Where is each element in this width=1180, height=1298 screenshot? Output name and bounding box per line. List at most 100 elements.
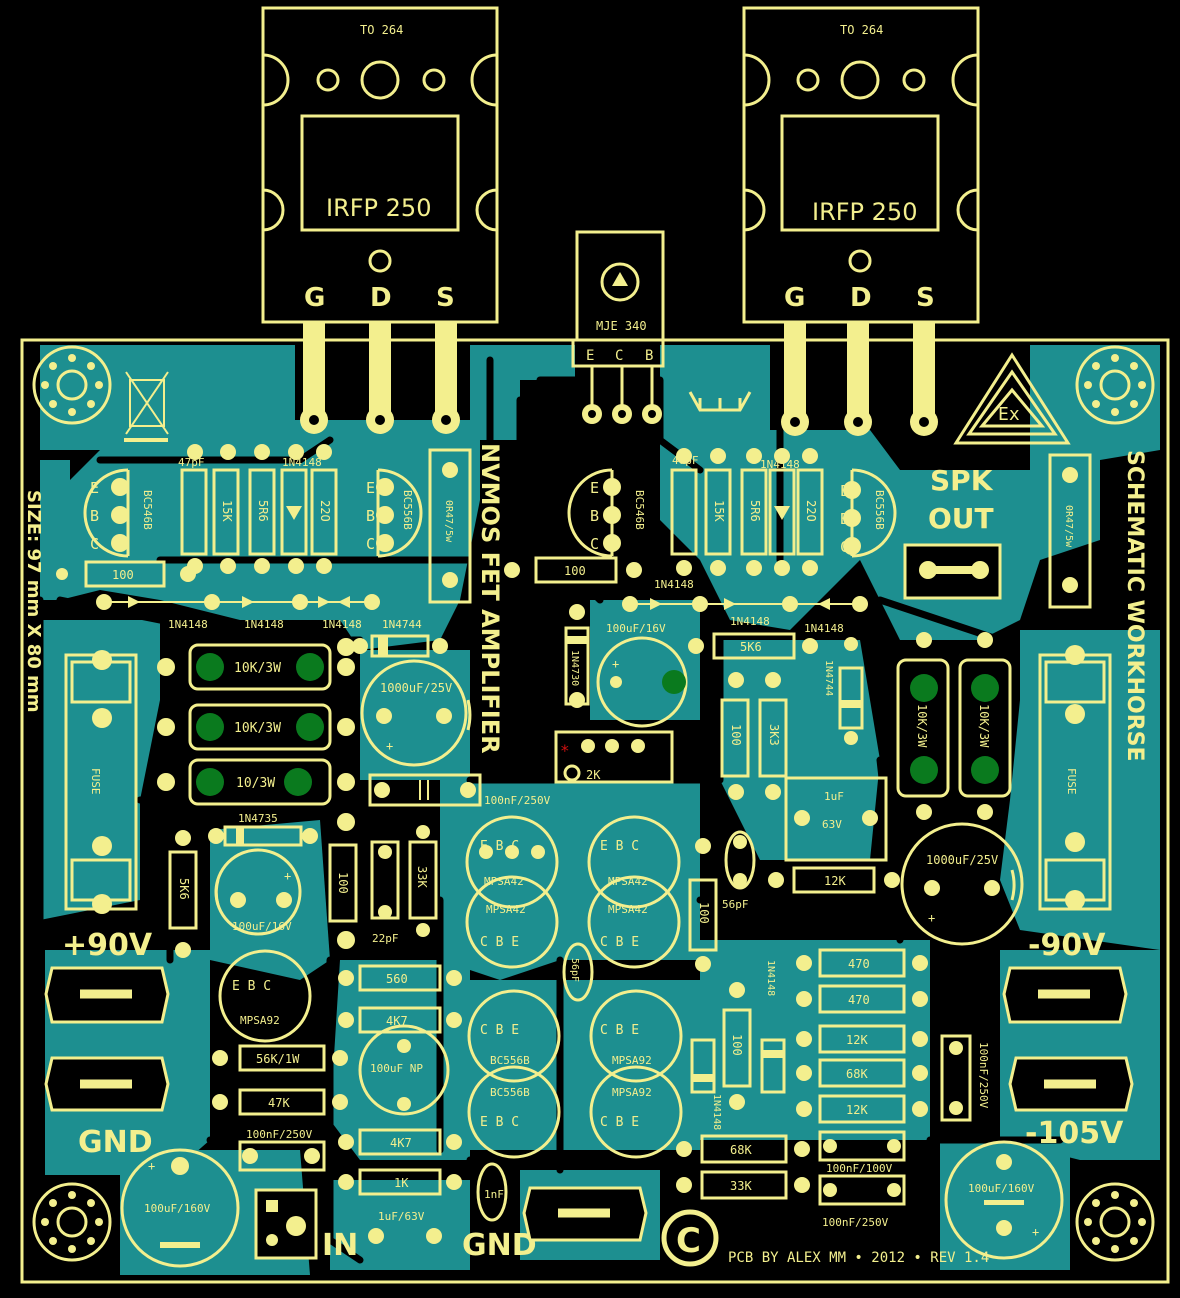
- svg-text:12K: 12K: [846, 1103, 868, 1117]
- svg-text:MPSA92: MPSA92: [612, 1086, 652, 1099]
- resistor-100-vertical-r: 100: [688, 838, 718, 972]
- mosfet-left-package: TO 264: [360, 23, 403, 37]
- svg-text:100: 100: [112, 568, 134, 582]
- power-resistor-10k-1: 10K/3W: [188, 643, 332, 691]
- mosfet-left: TO 264 IRFP 250 G D S: [261, 6, 499, 434]
- mosfet-right-package: TO 264: [840, 23, 883, 37]
- svg-text:100: 100: [336, 872, 350, 894]
- svg-text:+: +: [148, 1159, 155, 1173]
- svg-text:12K: 12K: [824, 874, 846, 888]
- svg-text:100nF/250V: 100nF/250V: [977, 1042, 990, 1109]
- driver-pin-c: C: [615, 348, 623, 364]
- mosfet-right-pin-s: S: [916, 283, 935, 313]
- svg-text:MPSA42: MPSA42: [608, 903, 648, 916]
- driver-pin-b: B: [645, 348, 653, 364]
- svg-text:+: +: [928, 911, 935, 925]
- svg-text:*: *: [560, 741, 570, 760]
- svg-text:C: C: [366, 535, 375, 553]
- resistor-100-vert-right: 100: [720, 672, 750, 800]
- mosfet-left-pin-d: D: [370, 283, 392, 313]
- svg-text:C B E: C B E: [480, 1023, 519, 1038]
- svg-text:100uF/16V: 100uF/16V: [232, 920, 292, 933]
- transistor-mpsa92-c1: C B E MPSA92: [589, 989, 683, 1083]
- driver-mje340: MJE 340 E C B: [571, 230, 665, 424]
- cap-56pf-center: 56pF: [562, 942, 594, 1002]
- svg-text:100: 100: [564, 564, 586, 578]
- cap-1nf: 1nF: [476, 1162, 508, 1222]
- transistor-bc556b-c1: C B E BC556B: [467, 989, 561, 1083]
- fuse-right-label: FUSE: [1065, 768, 1078, 795]
- svg-text:100: 100: [730, 1034, 744, 1056]
- resistor-560: 560: [338, 964, 462, 992]
- power-resistor-10k-2: 10K/3W: [188, 703, 332, 751]
- rail-neg-aux-label: -105V: [1025, 1116, 1124, 1151]
- svg-text:1N4148: 1N4148: [804, 622, 844, 635]
- svg-text:470: 470: [848, 957, 870, 971]
- svg-text:22pF: 22pF: [372, 932, 399, 945]
- zener-1n4730: 1N4730: [564, 604, 590, 708]
- resistor-column-right: 15K 5R6 22O: [670, 448, 824, 576]
- svg-text:C B E: C B E: [600, 935, 639, 950]
- svg-text:68K: 68K: [846, 1067, 868, 1081]
- gnd-left-label: GND: [78, 1125, 153, 1160]
- svg-text:5K6: 5K6: [177, 878, 191, 900]
- resistor-100-mid: 100: [328, 843, 358, 923]
- mosfet-left-pin-g: G: [304, 283, 325, 313]
- ex-warning-icon: Ex: [953, 352, 1071, 445]
- resistor-12k-mid: 12K: [768, 866, 900, 894]
- transistor-bc546b-left: E B C BC546B: [83, 468, 154, 558]
- cap-56pf-vertical: 56pF: [722, 830, 756, 911]
- cap-1uf-63v-right: 1uF 63V: [784, 776, 888, 862]
- resistor-100-lower-right: 100: [722, 982, 752, 1110]
- resistor-100-right: 100: [504, 556, 642, 584]
- driver-pin-e: E: [586, 348, 594, 364]
- emitter-resistor-left: 0R47/5w: [428, 448, 472, 604]
- transistor-bc546b-right: E B C BC546B: [567, 468, 646, 558]
- svg-text:5K6: 5K6: [740, 640, 762, 654]
- terminal-gnd-bottom: [522, 1186, 648, 1242]
- zener-1n4735: [208, 825, 318, 847]
- svg-text:1000uF/25V: 1000uF/25V: [380, 681, 452, 695]
- zener-1n4744-right: 1N4744: [823, 637, 864, 745]
- svg-text:100: 100: [697, 902, 711, 924]
- svg-text:15K: 15K: [712, 500, 726, 522]
- svg-text:1uF: 1uF: [824, 790, 844, 803]
- resistor-68k-2: 68K: [676, 1134, 810, 1164]
- cap-100nf-100v: 100nF/100V: [818, 1130, 906, 1175]
- svg-text:1N4744: 1N4744: [382, 618, 422, 631]
- zener-1n4744: [352, 634, 448, 658]
- svg-text:10K/3W: 10K/3W: [234, 721, 281, 736]
- svg-text:E B C: E B C: [480, 1115, 519, 1130]
- svg-text:MPSA92: MPSA92: [612, 1054, 652, 1067]
- mount-hole-tr: [1075, 345, 1155, 425]
- svg-text:1K: 1K: [394, 1176, 409, 1190]
- transistor-bc556b-right: E B C BC556B: [840, 468, 897, 558]
- resistor-4k7-1: 4K7: [338, 1006, 462, 1034]
- emitter-resistor-right: 0R47/5w: [1048, 453, 1092, 609]
- power-resistor-10k-r1: 10K/3W: [896, 632, 950, 820]
- mosfet-right-part: IRFP 250: [812, 198, 917, 226]
- power-resistor-10-3w: 10/3W: [188, 758, 332, 806]
- cap-1uf-63v: 1uF/63V: [368, 1210, 442, 1244]
- cap-100uf-160v-left: 100uF/160V +: [120, 1148, 240, 1268]
- svg-text:56pF: 56pF: [569, 958, 580, 982]
- svg-text:E B C: E B C: [600, 839, 639, 854]
- resistor-470-1: 470: [796, 948, 928, 978]
- svg-text:15K: 15K: [220, 500, 234, 522]
- svg-text:33K: 33K: [415, 866, 429, 888]
- svg-text:1N4148: 1N4148: [730, 615, 770, 628]
- spk-label: SPK: [930, 464, 994, 497]
- cap-100nf-250v-lower-right: 100nF/250V: [818, 1174, 906, 1229]
- trimmer-2k: * 2K: [554, 730, 674, 784]
- cap-100uf-np: 100uF NP: [358, 1024, 450, 1116]
- terminal-gnd: [44, 1056, 170, 1112]
- svg-text:4K7: 4K7: [386, 1014, 408, 1028]
- svg-text:33K: 33K: [730, 1179, 752, 1193]
- svg-text:BC556B: BC556B: [873, 490, 886, 530]
- svg-text:E B C: E B C: [480, 839, 519, 854]
- svg-text:+: +: [284, 869, 291, 883]
- resistor-56k-1w: 56K/1W: [212, 1044, 348, 1072]
- svg-text:0R47/5w: 0R47/5w: [1063, 505, 1074, 548]
- svg-text:100uF NP: 100uF NP: [370, 1062, 423, 1075]
- svg-text:1N4148: 1N4148: [322, 618, 362, 631]
